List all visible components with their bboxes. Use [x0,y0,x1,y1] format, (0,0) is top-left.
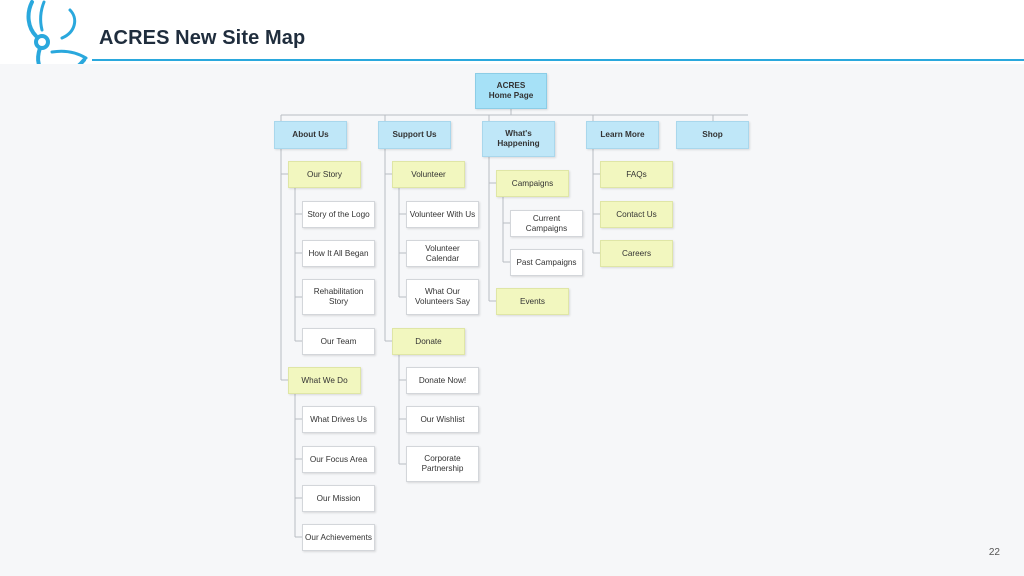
node-our-mission[interactable]: Our Mission [302,485,375,512]
node-corporate-partnership[interactable]: Corporate Partnership [406,446,479,482]
node-contact-us[interactable]: Contact Us [600,201,673,228]
node-learn-more[interactable]: Learn More [586,121,659,149]
node-careers[interactable]: Careers [600,240,673,267]
node-whats-happening[interactable]: What's Happening [482,121,555,157]
node-support-us[interactable]: Support Us [378,121,451,149]
node-about-us[interactable]: About Us [274,121,347,149]
node-donate[interactable]: Donate [392,328,465,355]
node-our-focus-area[interactable]: Our Focus Area [302,446,375,473]
title-divider [92,59,1024,61]
node-campaigns[interactable]: Campaigns [496,170,569,197]
node-what-drives-us[interactable]: What Drives Us [302,406,375,433]
node-how-it-all-began[interactable]: How It All Began [302,240,375,267]
node-events[interactable]: Events [496,288,569,315]
node-story-of-the-logo[interactable]: Story of the Logo [302,201,375,228]
node-home[interactable]: ACRES Home Page [475,73,547,109]
node-past-campaigns[interactable]: Past Campaigns [510,249,583,276]
node-donate-now[interactable]: Donate Now! [406,367,479,394]
node-shop[interactable]: Shop [676,121,749,149]
node-volunteer[interactable]: Volunteer [392,161,465,188]
page-title: ACRES New Site Map [99,27,306,49]
page-number: 22 [988,547,1000,558]
node-our-team[interactable]: Our Team [302,328,375,355]
node-volunteer-calendar[interactable]: Volunteer Calendar [406,240,479,267]
node-current-campaigns[interactable]: Current Campaigns [510,210,583,237]
node-rehabilitation-story[interactable]: Rehabilitation Story [302,279,375,315]
node-our-achievements[interactable]: Our Achievements [302,524,375,551]
node-volunteer-with-us[interactable]: Volunteer With Us [406,201,479,228]
node-our-story[interactable]: Our Story [288,161,361,188]
node-our-wishlist[interactable]: Our Wishlist [406,406,479,433]
node-what-our-volunteers-say[interactable]: What Our Volunteers Say [406,279,479,315]
node-faqs[interactable]: FAQs [600,161,673,188]
node-what-we-do[interactable]: What We Do [288,367,361,394]
